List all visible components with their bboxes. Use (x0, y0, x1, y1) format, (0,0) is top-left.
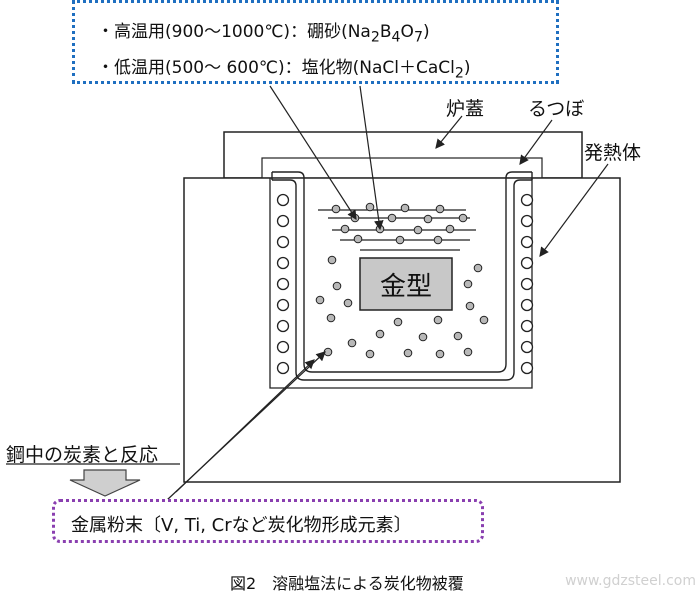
particle (331, 204, 341, 214)
particle (463, 279, 473, 289)
high-temp-note: ・高温用(900～1000℃)：硼砂(Na2B4O7) (97, 22, 430, 46)
particle (323, 347, 333, 357)
heater-coil (520, 298, 534, 312)
heater-coils-left (276, 193, 290, 375)
metal-powder-box: 金属粉末〔V, Ti, Crなど炭化物形成元素〕 (52, 499, 484, 543)
salt-composition-note: ・高温用(900～1000℃)：硼砂(Na2B4O7) ・低温用(500～ 60… (72, 0, 559, 84)
hollow-down-arrow (69, 469, 141, 497)
heater-coil (276, 193, 290, 207)
leader-crucible (519, 119, 553, 165)
particle (403, 348, 413, 358)
crucible-outer-wall (272, 171, 532, 373)
mold-block (359, 257, 453, 311)
heater-coil (520, 319, 534, 333)
leader-lines (166, 85, 609, 501)
particle (393, 317, 403, 327)
heater-coil (276, 235, 290, 249)
crucible-label: るつぼ (528, 98, 585, 120)
figure-caption: 図2 溶融塩法による炭化物被覆 (230, 574, 464, 593)
particle (365, 202, 375, 212)
particle (332, 281, 342, 291)
heater-coil (520, 256, 534, 270)
particle (315, 295, 325, 305)
particle (365, 349, 375, 359)
carbon-reaction-label: 鋼中の炭素と反応 (6, 444, 159, 466)
metal-powder-label: 金属粉末〔V, Ti, Crなど炭化物形成元素〕 (71, 515, 412, 536)
heater-coil (276, 298, 290, 312)
particle (353, 234, 363, 244)
particle (343, 298, 353, 308)
particle (465, 301, 475, 311)
crucible-inner-wall (272, 179, 532, 381)
crucible-rim (271, 172, 533, 180)
heater-label: 発熱体 (584, 142, 642, 164)
leader-powder (166, 351, 326, 501)
particle (347, 338, 357, 348)
particle (479, 315, 489, 325)
heater-coil (276, 256, 290, 270)
heater-coil (276, 319, 290, 333)
particle (433, 315, 443, 325)
particle (435, 349, 445, 359)
heater-coil (520, 361, 534, 375)
particle (435, 204, 445, 214)
particle (423, 214, 433, 224)
particle (473, 263, 483, 273)
furnace-lid-label: 炉蓋 (446, 98, 485, 120)
particle (327, 255, 337, 265)
heater-coil (520, 277, 534, 291)
particle (326, 313, 336, 323)
particle (458, 213, 468, 223)
heater-coil (520, 340, 534, 354)
particle (387, 213, 397, 223)
particle (400, 203, 410, 213)
particle (433, 235, 443, 245)
heater-coil (520, 214, 534, 228)
particle (340, 224, 350, 234)
leader-low-temp (359, 85, 384, 231)
particle (375, 329, 385, 339)
particle (463, 347, 473, 357)
watermark: www.gdzsteel.com (565, 573, 696, 589)
heater-coil (276, 214, 290, 228)
heater-coil (276, 361, 290, 375)
heater-coil (276, 340, 290, 354)
particle (395, 235, 405, 245)
heater-coil (276, 277, 290, 291)
heater-coils-right (520, 193, 534, 375)
heater-coil (520, 235, 534, 249)
particle (413, 225, 423, 235)
low-temp-note: ・低温用(500～ 600℃)：塩化物(NaCl＋CaCl2) (97, 58, 471, 82)
leader-lid (435, 115, 463, 149)
heater-coil (520, 193, 534, 207)
particle (445, 224, 455, 234)
leader-high-temp (269, 85, 357, 221)
particle (453, 331, 463, 341)
furnace-body (183, 177, 621, 483)
particle (418, 332, 428, 342)
leader-heater (539, 163, 609, 257)
